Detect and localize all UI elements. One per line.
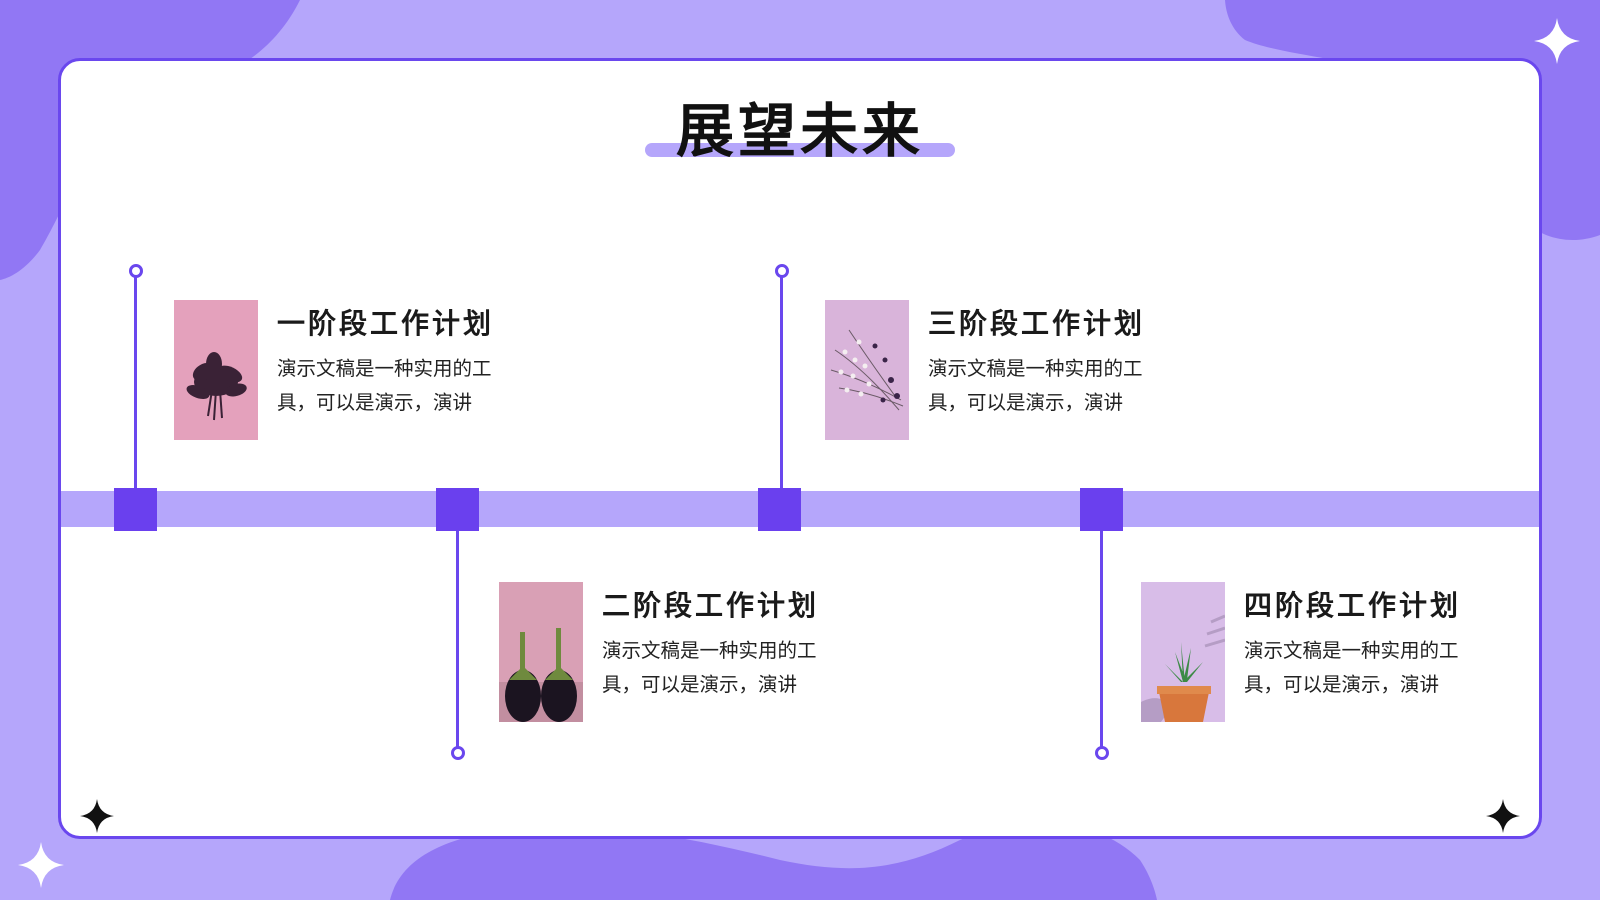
step-1-photo <box>174 300 258 440</box>
black-sparkle-icon <box>1486 799 1520 833</box>
step-2-photo <box>499 582 583 722</box>
connector-line-2 <box>456 530 459 748</box>
white-sparkle-icon <box>18 842 64 888</box>
connector-dot-4 <box>1095 746 1109 760</box>
connector-line-1 <box>134 274 137 492</box>
step-3-title: 三阶段工作计划 <box>928 307 1146 340</box>
step-2-description: 演示文稿是一种实用的工具，可以是演示，演讲 <box>602 639 817 696</box>
content-card <box>58 58 1542 839</box>
step-3-description: 演示文稿是一种实用的工具，可以是演示，演讲 <box>928 357 1143 414</box>
connector-line-3 <box>780 274 783 492</box>
title-underline <box>645 143 955 157</box>
black-sparkle-icon <box>80 799 114 833</box>
slide-title: 展望未来 <box>675 97 924 165</box>
timeline-node-4 <box>1080 488 1123 531</box>
step-4-description: 演示文稿是一种实用的工具，可以是演示，演讲 <box>1244 639 1459 696</box>
connector-dot-1 <box>129 264 143 278</box>
timeline-node-2 <box>436 488 479 531</box>
step-4-photo <box>1141 582 1225 722</box>
connector-dot-3 <box>775 264 789 278</box>
step-4-title: 四阶段工作计划 <box>1244 589 1462 622</box>
timeline-node-3 <box>758 488 801 531</box>
step-2-title: 二阶段工作计划 <box>602 589 820 622</box>
step-1-description: 演示文稿是一种实用的工具，可以是演示，演讲 <box>277 357 492 414</box>
white-sparkle-icon <box>1534 18 1580 64</box>
step-3-photo <box>825 300 909 440</box>
connector-line-4 <box>1100 530 1103 748</box>
connector-dot-2 <box>451 746 465 760</box>
step-1-title: 一阶段工作计划 <box>277 307 495 340</box>
timeline-node-1 <box>114 488 157 531</box>
